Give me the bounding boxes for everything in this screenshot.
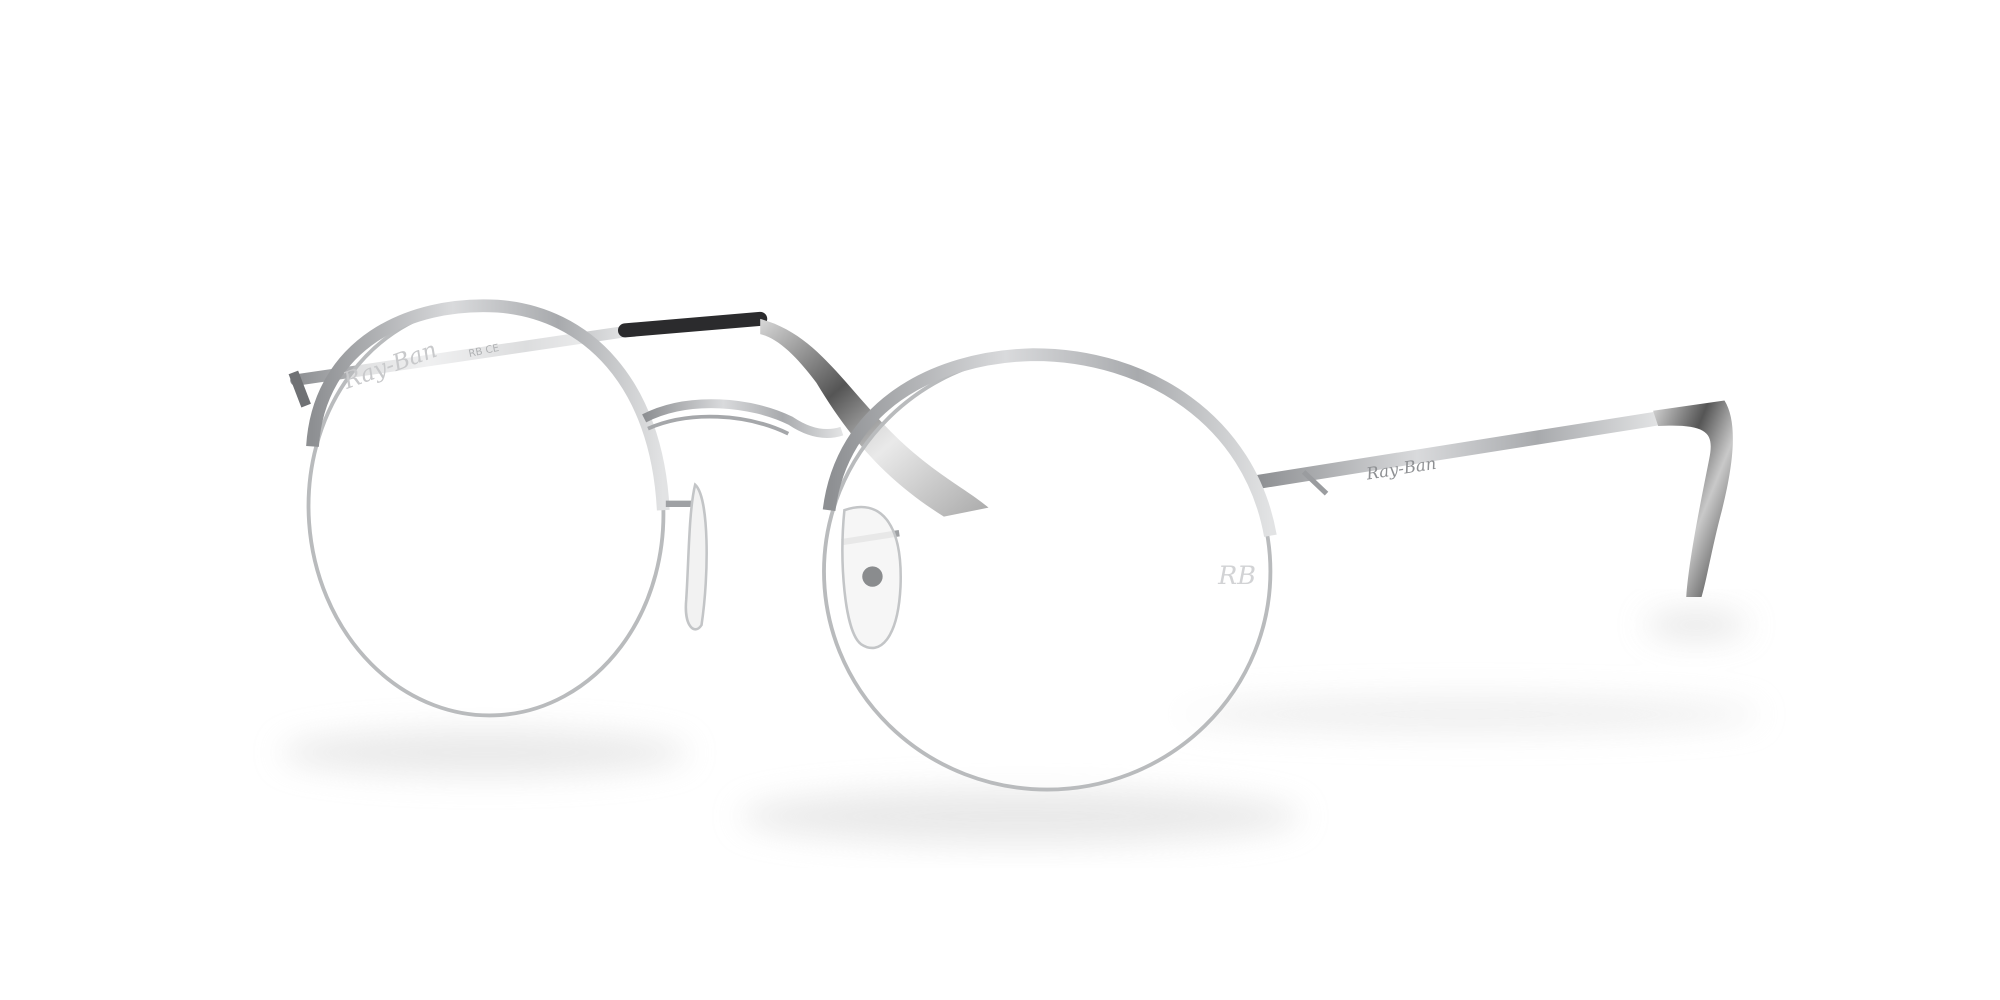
drop-shadow: [280, 612, 1761, 845]
right-temple: Ray-Ban: [1249, 400, 1733, 597]
left-lens: Ray-Ban RB CE: [306, 299, 670, 718]
lens-monogram: RB: [1217, 561, 1256, 591]
bridge: [642, 399, 844, 438]
right-lens: RB: [822, 348, 1277, 792]
nose-pads: [665, 482, 902, 650]
